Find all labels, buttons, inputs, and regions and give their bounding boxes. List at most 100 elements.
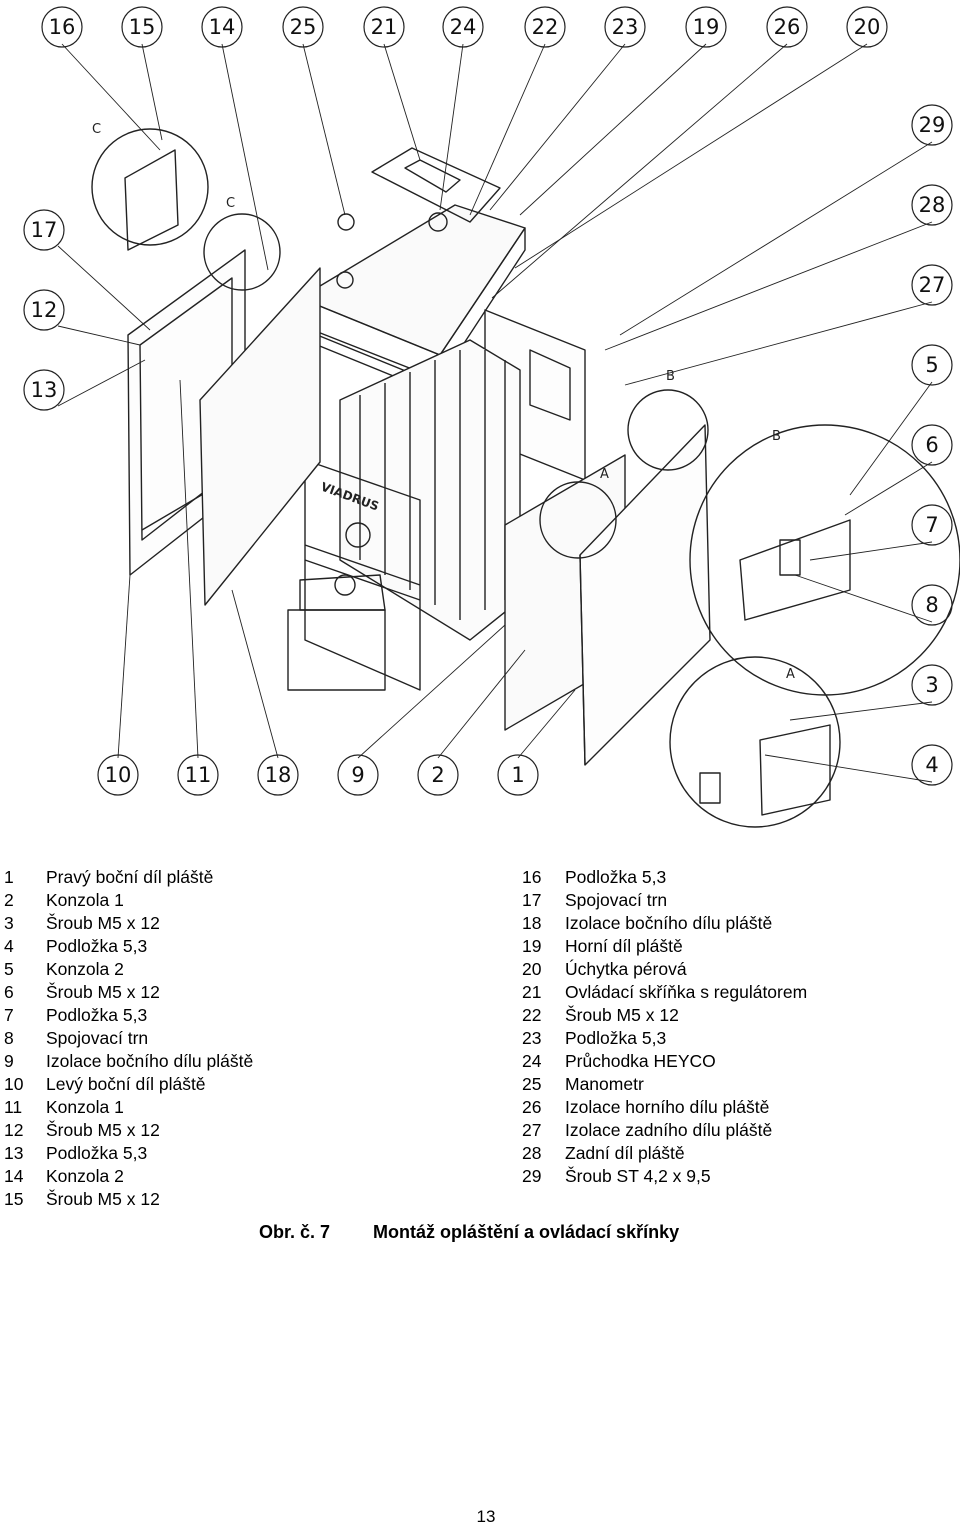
callout-label: 5	[925, 353, 938, 377]
callout-label: 4	[925, 753, 938, 777]
part-number: 25	[522, 1074, 542, 1094]
part-number: 14	[4, 1166, 24, 1186]
callout-label: 12	[31, 298, 58, 322]
part-row: 6 Šroub M5 x 12	[4, 981, 253, 1004]
callout-label: 20	[854, 15, 881, 39]
part-name: Izolace bočního dílu pláště	[565, 913, 773, 933]
part-row: 14 Konzola 2	[4, 1165, 253, 1188]
part-name: Konzola 1	[46, 890, 124, 910]
part-row: 17 Spojovací trn	[522, 889, 807, 912]
part-name: Konzola 2	[46, 1166, 124, 1186]
callout-label: 28	[919, 193, 946, 217]
callout-label: 2	[431, 763, 444, 787]
figure-title: Montáž opláštění a ovládací skřínky	[373, 1222, 680, 1242]
callout-label: 10	[105, 763, 132, 787]
part-name: Šroub M5 x 12	[46, 1120, 160, 1140]
part-name: Izolace zadního dílu pláště	[565, 1120, 773, 1140]
part-name: Pravý boční díl pláště	[46, 867, 214, 887]
callout-label: 18	[265, 763, 292, 787]
callout-label: 16	[49, 15, 76, 39]
part-name: Šroub M5 x 12	[565, 1005, 679, 1025]
part-name: Konzola 2	[46, 959, 124, 979]
detail-label: C	[92, 122, 101, 137]
part-row: 22 Šroub M5 x 12	[522, 1004, 807, 1027]
detail-label: A	[600, 467, 609, 482]
part-number: 20	[522, 959, 542, 979]
callout-label: 17	[31, 218, 58, 242]
part-name: Izolace bočního dílu pláště	[46, 1051, 254, 1071]
callout-label: 7	[925, 513, 938, 537]
part-number: 9	[4, 1051, 14, 1071]
part-row: 16 Podložka 5,3	[522, 866, 807, 889]
part-number: 7	[4, 1005, 14, 1025]
part-number: 5	[4, 959, 14, 979]
part-number: 1	[4, 867, 14, 887]
part-number: 24	[522, 1051, 542, 1071]
callout-label: 19	[693, 15, 720, 39]
part-number: 19	[522, 936, 542, 956]
part-number: 18	[522, 913, 542, 933]
callout-label: 25	[290, 15, 317, 39]
part-name: Izolace horního dílu pláště	[565, 1097, 770, 1117]
part-name: Ovládací skříňka s regulátorem	[565, 982, 808, 1002]
part-name: Šroub M5 x 12	[46, 913, 160, 933]
part-number: 27	[522, 1120, 542, 1140]
part-number: 4	[4, 936, 14, 956]
callout-label: 9	[351, 763, 364, 787]
part-name: Šroub M5 x 12	[46, 1189, 160, 1209]
part-number: 22	[522, 1005, 542, 1025]
part-number: 15	[4, 1189, 24, 1209]
part-row: 1 Pravý boční díl pláště	[4, 866, 253, 889]
part-row: 3 Šroub M5 x 12	[4, 912, 253, 935]
callout-label: 6	[925, 433, 938, 457]
detail-label: B	[772, 429, 781, 444]
detail-label: A	[786, 667, 795, 682]
part-row: 19 Horní díl pláště	[522, 935, 807, 958]
callout-label: 1	[511, 763, 524, 787]
part-name: Úchytka pérová	[565, 959, 687, 979]
part-number: 23	[522, 1028, 542, 1048]
part-number: 16	[522, 867, 542, 887]
part-number: 29	[522, 1166, 542, 1186]
part-row: 2 Konzola 1	[4, 889, 253, 912]
part-name: Podložka 5,3	[46, 1143, 148, 1163]
part-name: Podložka 5,3	[565, 867, 667, 887]
part-row: 5 Konzola 2	[4, 958, 253, 981]
callout-label: 11	[185, 763, 212, 787]
part-number: 2	[4, 890, 14, 910]
callout-label: 26	[774, 15, 801, 39]
part-row: 25 Manometr	[522, 1073, 807, 1096]
part-name: Zadní díl pláště	[565, 1143, 685, 1163]
part-row: 26 Izolace horního dílu pláště	[522, 1096, 807, 1119]
part-number: 17	[522, 890, 542, 910]
part-name: Horní díl pláště	[565, 936, 683, 956]
part-number: 6	[4, 982, 14, 1002]
part-number: 26	[522, 1097, 542, 1117]
callout-label: 14	[209, 15, 236, 39]
part-row: 18 Izolace bočního dílu pláště	[522, 912, 807, 935]
figure-label: Obr. č. 7	[259, 1222, 331, 1242]
callout-label: 24	[450, 15, 477, 39]
callout-label: 15	[129, 15, 156, 39]
callout-label: 21	[371, 15, 398, 39]
part-name: Spojovací trn	[565, 890, 668, 910]
part-name: Šroub M5 x 12	[46, 982, 160, 1002]
callout-label: 23	[612, 15, 639, 39]
callout-label: 29	[919, 113, 946, 137]
part-row: 15 Šroub M5 x 12	[4, 1188, 253, 1211]
part-row: 24 Průchodka HEYCO	[522, 1050, 807, 1073]
part-name: Manometr	[565, 1074, 644, 1094]
part-number: 11	[4, 1097, 23, 1117]
part-name: Průchodka HEYCO	[565, 1051, 716, 1071]
part-number: 3	[4, 913, 14, 933]
callout-label: 27	[919, 273, 946, 297]
